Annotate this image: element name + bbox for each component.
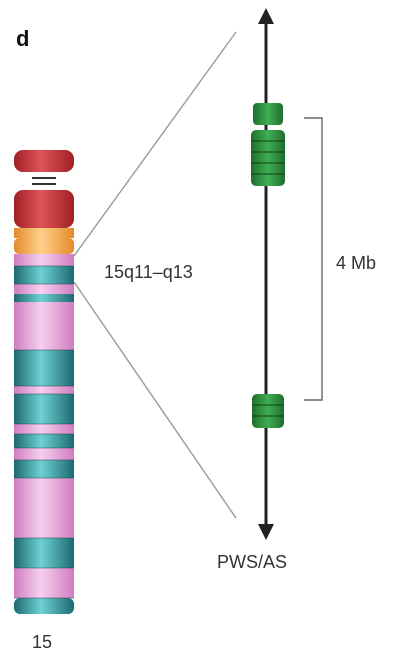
q11-band-upper <box>14 228 74 238</box>
teal-band <box>14 294 74 302</box>
p-arm-cap-band <box>14 150 74 172</box>
region-label: 15q11–q13 <box>104 262 193 282</box>
centromere-band <box>14 190 74 228</box>
locus-axis <box>258 8 274 540</box>
pink-band <box>14 284 74 294</box>
gene-cluster-middle <box>251 130 285 186</box>
pink-band <box>14 424 74 434</box>
q-arm-bands <box>14 254 74 614</box>
chromosome-label: 15 <box>32 632 52 652</box>
zoom-guide-upper <box>73 31 237 257</box>
band-separators <box>14 265 74 599</box>
gene-cluster-bottom <box>252 394 284 428</box>
pink-band <box>14 478 74 538</box>
teal-band <box>14 266 74 284</box>
zoom-guide-lower <box>73 281 237 519</box>
teal-band <box>14 460 74 478</box>
teal-band <box>14 434 74 448</box>
panel-label: d <box>16 26 29 51</box>
q11-band-lower <box>14 238 74 254</box>
teal-band <box>14 598 74 614</box>
arrow-up-icon <box>258 8 274 24</box>
pink-band <box>14 568 74 598</box>
gene-block <box>253 103 283 125</box>
pink-band <box>14 386 74 394</box>
arrow-down-icon <box>258 524 274 540</box>
gene-cluster-top <box>253 103 283 125</box>
gene-block <box>251 130 285 186</box>
chromosome-15 <box>14 150 74 614</box>
pink-band <box>14 254 74 266</box>
gene-block <box>252 394 284 428</box>
teal-band <box>14 350 74 386</box>
pink-band <box>14 302 74 350</box>
scale-bracket <box>304 117 323 401</box>
teal-band <box>14 394 74 424</box>
teal-band <box>14 538 74 568</box>
pink-band <box>14 448 74 460</box>
locus-label: PWS/AS <box>217 552 287 572</box>
scale-label: 4 Mb <box>336 253 376 273</box>
